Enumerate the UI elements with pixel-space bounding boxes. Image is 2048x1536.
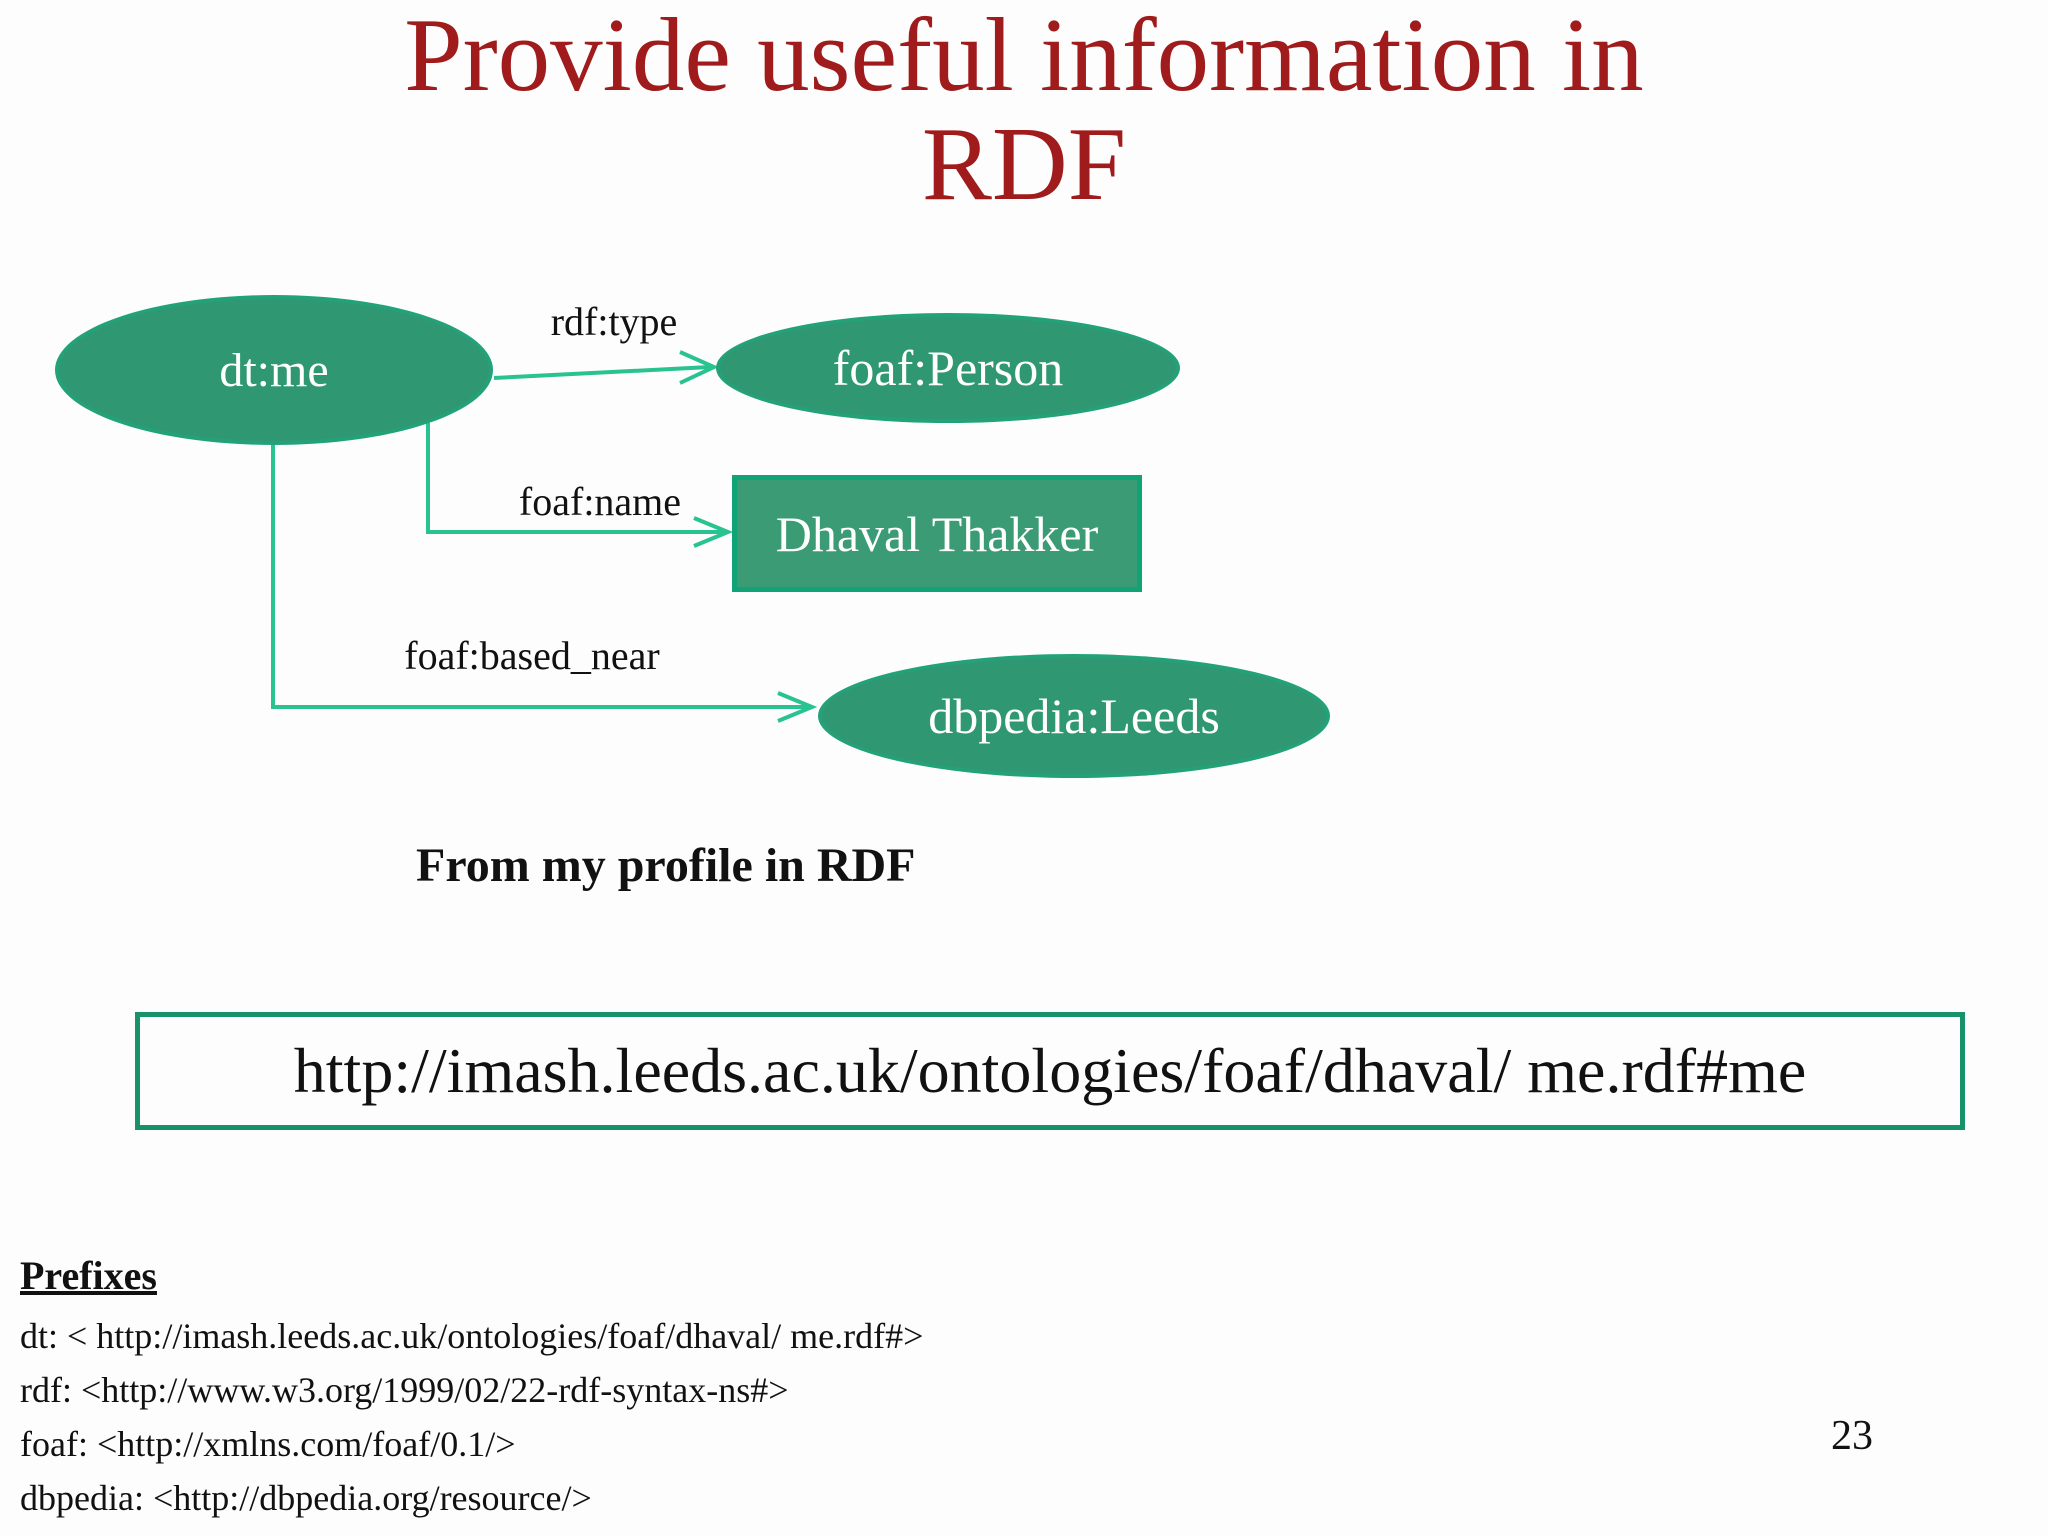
- node-foaf-person-label: foaf:Person: [832, 340, 1064, 396]
- node-dbpedia-leeds: dbpedia:Leeds: [818, 654, 1330, 778]
- node-foaf-person: foaf:Person: [716, 313, 1180, 423]
- uri-box: http://imash.leeds.ac.uk/ontologies/foaf…: [135, 1012, 1965, 1130]
- edge-label-foaf-based-near: foaf:based_near: [404, 633, 660, 678]
- node-dhaval-thakker-label: Dhaval Thakker: [775, 505, 1099, 562]
- uri-box-text: http://imash.leeds.ac.uk/ontologies/foaf…: [293, 1035, 1807, 1106]
- prefixes-section: Prefixes dt: < http://imash.leeds.ac.uk/…: [20, 1252, 923, 1525]
- node-dbpedia-leeds-label: dbpedia:Leeds: [928, 688, 1220, 744]
- prefix-line-rdf: rdf: <http://www.w3.org/1999/02/22-rdf-s…: [20, 1370, 789, 1410]
- prefixes-heading: Prefixes: [20, 1253, 157, 1298]
- prefix-line-dt: dt: < http://imash.leeds.ac.uk/ontologie…: [20, 1316, 924, 1356]
- edge-label-rdf-type: rdf:type: [550, 299, 678, 344]
- edge-label-foaf-name: foaf:name: [518, 479, 682, 524]
- page-title-line2: RDF: [921, 105, 1127, 223]
- page-number: 23: [1831, 1413, 1873, 1459]
- node-dt-me-label: dt:me: [219, 343, 329, 397]
- node-dhaval-thakker: Dhaval Thakker: [732, 475, 1142, 592]
- rdf-type-arrow: [493, 350, 719, 385]
- prefix-line-foaf: foaf: <http://xmlns.com/foaf/0.1/>: [20, 1424, 516, 1464]
- page-title-line1: Provide useful information in: [404, 0, 1644, 113]
- node-dt-me: dt:me: [55, 295, 493, 445]
- caption-from-my-profile: From my profile in RDF: [416, 839, 916, 892]
- prefix-line-dbpedia: dbpedia: <http://dbpedia.org/resource/>: [20, 1478, 592, 1518]
